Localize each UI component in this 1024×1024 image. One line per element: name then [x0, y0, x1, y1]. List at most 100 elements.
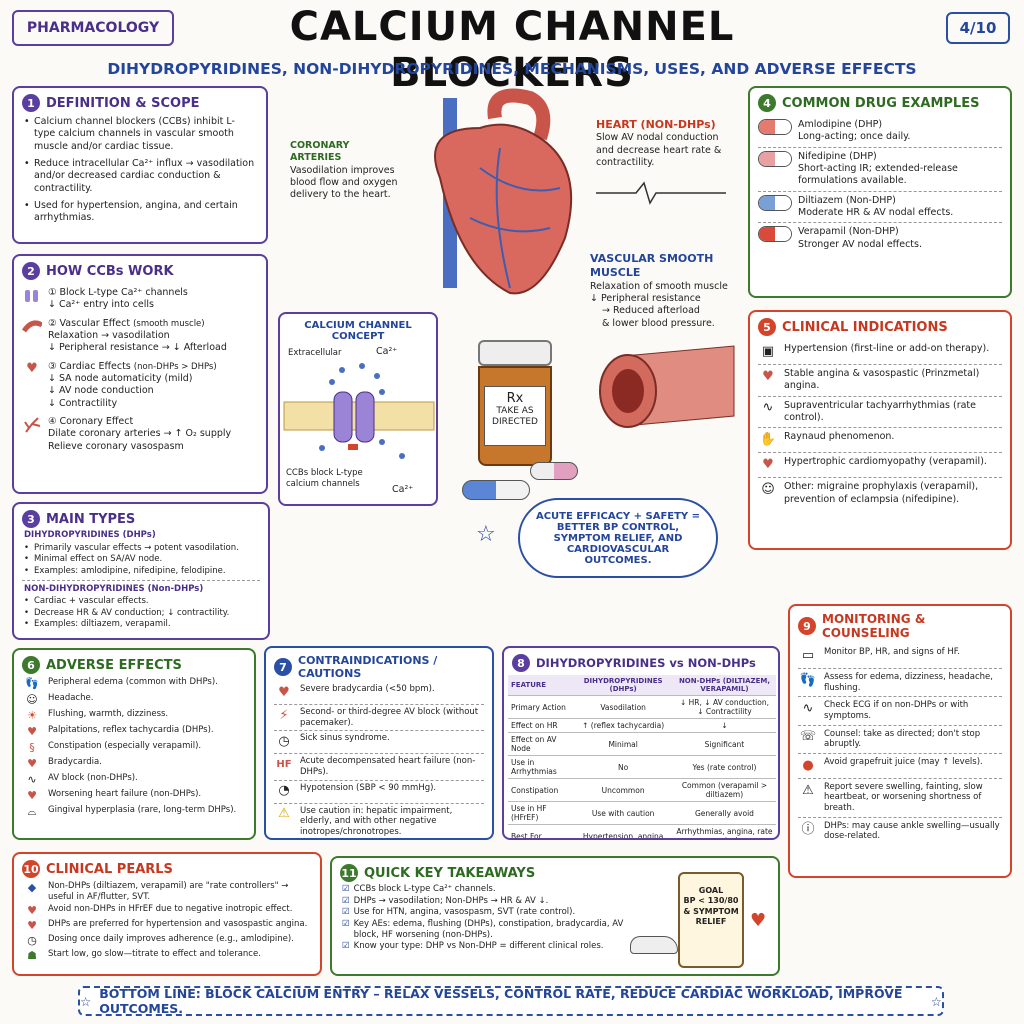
av-block-icon: ⚡ — [279, 707, 289, 723]
heart-icon: ♥ — [27, 757, 37, 771]
bottom-line-text: BOTTOM LINE: BLOCK CALCIUM ENTRY – RELAX… — [99, 986, 903, 1016]
callout-title: VASCULAR SMOOTH MUSCLE — [590, 252, 714, 280]
section-number: 6 — [22, 656, 40, 674]
non-dhp-item: Decrease HR & AV conduction; ↓ contracti… — [24, 608, 258, 619]
concept-caption: CCBs block L-type calcium channels — [286, 468, 363, 489]
contraindication-item: ⚡Second- or third-degree AV block (witho… — [266, 705, 492, 730]
star-icon: ☆ — [476, 522, 496, 547]
channel-icon — [22, 287, 42, 305]
section-title: ADVERSE EFFECTS — [46, 657, 182, 673]
gem-icon: ◆ — [27, 880, 37, 894]
ecg-icon: ∿ — [762, 400, 774, 416]
section-number: 2 — [22, 262, 40, 280]
head-icon: ☺ — [761, 481, 775, 497]
contraindication-item: ◷Sick sinus syndrome. — [266, 731, 492, 753]
mechanism-heading: ④ Coronary Effect — [48, 416, 134, 428]
tooth-icon: ⌓ — [27, 805, 37, 819]
heart-icon: ♥ — [762, 456, 774, 472]
head-icon: ☺ — [26, 693, 38, 707]
mechanism-line: Dilate coronary arteries → ↑ O₂ supply — [48, 428, 232, 440]
section-title: HOW CCBs WORK — [46, 263, 174, 279]
calcium-ion-label: Ca²⁺ — [376, 346, 398, 357]
drug-desc: Short-acting IR; extended-release formul… — [798, 163, 958, 187]
dhp-item: Minimal effect on SA/AV node. — [24, 554, 258, 565]
capsule-illustration — [530, 462, 578, 480]
section-title: MONITORING & COUNSELING — [822, 612, 926, 640]
callout-text: Slow AV nodal conduction and decrease he… — [596, 132, 722, 168]
heart-icon: ♥ — [26, 361, 38, 377]
callout-text: Vasodilation improves blood flow and oxy… — [290, 164, 398, 201]
mechanism-item: ♥ ③ Cardiac Effects (non-DHPs > DHPs)↓ S… — [14, 358, 266, 413]
ecg-icon — [596, 181, 726, 206]
indication-item: ♥Stable angina & vasospastic (Prinzmetal… — [750, 365, 1010, 396]
warning-icon: ⚠ — [802, 782, 814, 798]
definition-item: Calcium channel blockers (CCBs) inhibit … — [24, 116, 256, 153]
hf-icon: HF — [276, 759, 292, 770]
definition-item: Used for hypertension, angina, and certa… — [24, 200, 256, 225]
calcium-channel-concept: CALCIUM CHANNEL CONCEPT Extracellular Ca… — [278, 312, 438, 506]
section-number: 9 — [798, 617, 816, 635]
adverse-effect-item: ♥Worsening heart failure (non-DHPs). — [14, 788, 254, 804]
adverse-effect-item: ∿AV block (non-DHPs). — [14, 772, 254, 788]
section-title: DIHYDROPYRIDINES vs NON-DHPs — [536, 656, 756, 670]
dhp-subtitle: DIHYDROPYRIDINES (DHPs) — [24, 530, 156, 540]
gauge-icon: ◔ — [278, 783, 290, 799]
adverse-effect-item: ⌓Gingival hyperplasia (rare, long-term D… — [14, 804, 254, 820]
ecg-icon: ∿ — [802, 701, 814, 717]
monitor-icon: ▭ — [801, 647, 815, 663]
section-title: DEFINITION & SCOPE — [46, 95, 200, 111]
mechanism-item: ② Vascular Effect (smooth muscle)Relaxat… — [14, 315, 266, 358]
drug-name: Nifedipine (DHP) — [798, 150, 877, 162]
contraindication-item: ⚠Use caution in: hepatic impairment, eld… — [266, 804, 492, 839]
heart-icon: ♥ — [27, 903, 37, 917]
heart-illustration — [434, 88, 573, 295]
heart-icon: ♥ — [750, 910, 767, 931]
callout-text: ↓ Peripheral resistance — [590, 292, 701, 304]
adverse-effect-item: 👣Peripheral edema (common with DHPs). — [14, 676, 254, 692]
pill-icon — [758, 119, 792, 135]
pearl-item: ♥Avoid non-DHPs in HFrEF due to negative… — [14, 903, 320, 918]
section-title: MAIN TYPES — [46, 511, 136, 527]
heart-icon: ♥ — [27, 725, 37, 739]
talk-icon: ☏ — [799, 729, 817, 745]
heart-pulse-icon: ♥ — [762, 368, 774, 384]
heart-icon: ♥ — [27, 789, 37, 803]
takeaway-item: ☑Key AEs: edema, flushing (DHPs), consti… — [342, 918, 624, 940]
mechanism-line: ↓ SA node automaticity (mild) — [48, 373, 193, 385]
pill-icon — [758, 194, 792, 211]
callout-text: → Reduced afterload — [602, 305, 700, 317]
takeaway-item: ☑Use for HTN, angina, vasospasm, SVT (ra… — [342, 907, 576, 918]
membrane-channel-diagram — [283, 363, 435, 459]
clock-icon: ◷ — [27, 933, 37, 947]
page-subtitle: DIHYDROPYRIDINES, NON-DIHYDROPYRIDINES, … — [107, 60, 917, 78]
ecg-icon: ∿ — [27, 773, 37, 787]
drug-item: Nifedipine (DHP)Short-acting IR; extende… — [750, 148, 1010, 191]
pharmacology-tag: PHARMACOLOGY — [12, 10, 174, 46]
section-number: 5 — [758, 318, 776, 336]
coronary-arteries-callout: CORONARY ARTERIES Vasodilation improves … — [290, 140, 402, 202]
pearl-item: ☗Start low, go slow—titrate to effect an… — [14, 948, 320, 963]
bottom-line-banner: ☆BOTTOM LINE: BLOCK CALCIUM ENTRY – RELA… — [78, 986, 944, 1016]
dhp-item: Examples: amlodipine, nifedipine, felodi… — [24, 566, 258, 577]
mechanism-heading: ② Vascular Effect — [48, 317, 131, 329]
drug-desc: Stronger AV nodal effects. — [798, 238, 922, 250]
warning-icon: ⚠ — [278, 806, 290, 822]
table-row: Effect on HR↑ (reflex tachycardia)↓ — [508, 718, 776, 733]
monitoring-item: ●Avoid grapefruit juice (may ↑ levels). — [790, 754, 1010, 778]
indication-item: ♥Hypertrophic cardiomyopathy (verapamil)… — [750, 453, 1010, 477]
adverse-effect-item: ☀Flushing, warmth, dizziness. — [14, 708, 254, 724]
takeaway-item: ☑Know your type: DHP vs Non-DHP = differ… — [342, 941, 604, 952]
